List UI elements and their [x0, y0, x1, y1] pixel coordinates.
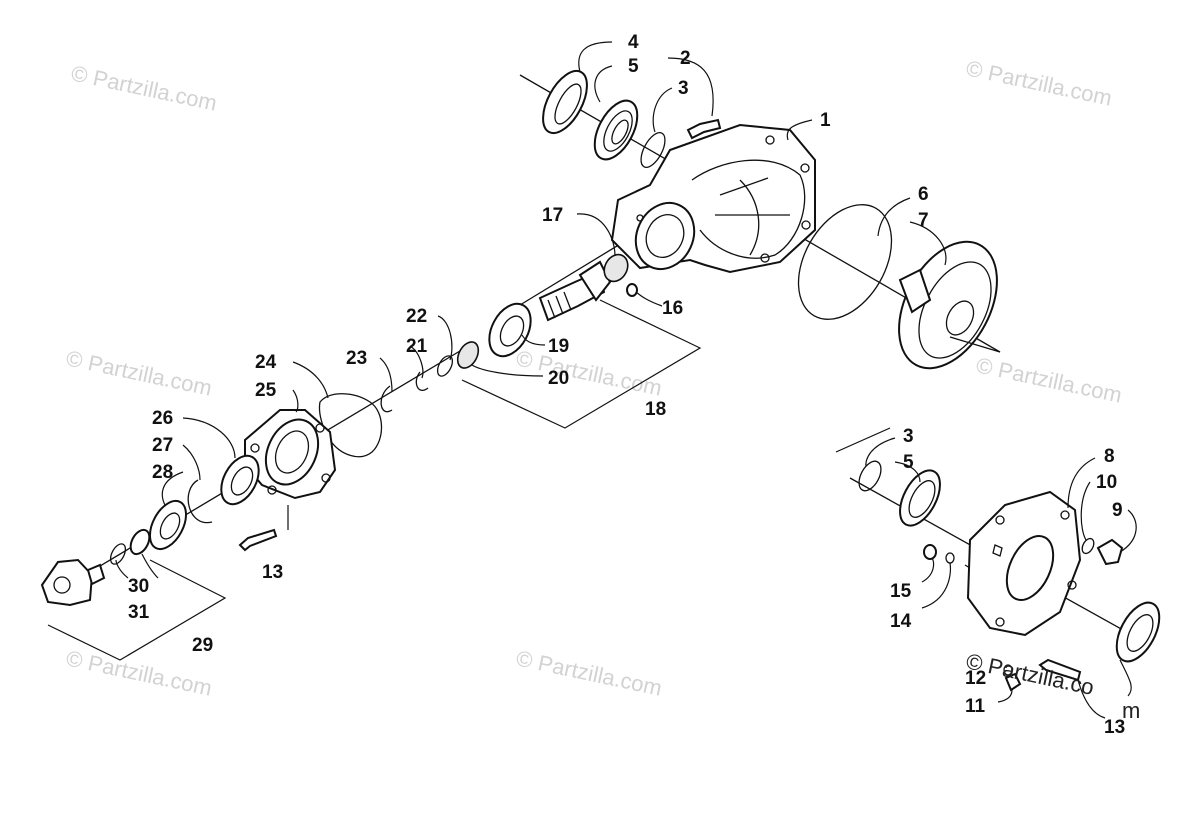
callout-1: 1 — [820, 110, 831, 131]
callout-15: 15 — [890, 581, 912, 602]
watermark: © Partzilla.com — [514, 345, 664, 400]
callout-13: 13 — [262, 562, 283, 583]
callout-13-right: 13 — [1104, 717, 1125, 738]
snap-ring-part-23 — [380, 385, 393, 413]
dowel-part-15 — [923, 544, 937, 560]
bearing-part-19 — [488, 302, 532, 358]
seal-part-28 — [148, 499, 188, 551]
callout-10: 10 — [1096, 472, 1117, 493]
watermark: © Partzilla.com — [974, 352, 1124, 407]
bearing-part-5 — [593, 99, 639, 161]
watermark: © Partzilla.com — [964, 55, 1114, 110]
callout-9: 9 — [1112, 500, 1123, 521]
bolt-part-13 — [238, 528, 278, 552]
snap-ring-part-21 — [415, 371, 429, 391]
dowel-part-16 — [626, 283, 638, 297]
callout-3: 3 — [678, 78, 689, 99]
callout-14: 14 — [890, 611, 912, 632]
callout-20: 20 — [548, 368, 569, 389]
spacer-part-20 — [456, 341, 480, 369]
callout-22: 22 — [406, 306, 427, 327]
partzilla-credit: © Partzilla.co m — [964, 648, 1140, 723]
group-brackets — [47, 299, 1001, 661]
credit-line-1: © Partzilla.co — [964, 648, 1096, 699]
callout-6: 6 — [918, 184, 929, 205]
callout-29: 29 — [192, 635, 213, 656]
watermark: © Partzilla.com — [514, 645, 664, 700]
washer-part-22 — [436, 355, 454, 377]
callout-30: 30 — [128, 576, 149, 597]
plug-part-9 — [1096, 538, 1124, 566]
callout-17: 17 — [542, 205, 563, 226]
o-ring-part-6 — [797, 204, 893, 320]
washer-part-10 — [1081, 537, 1095, 555]
callout-27: 27 — [152, 435, 173, 456]
callout-25: 25 — [255, 380, 277, 401]
watermark: © Partzilla.com — [64, 345, 214, 400]
bolt-part-13 — [1038, 658, 1082, 682]
ring-gear-part-7 — [898, 240, 998, 370]
callout-19: 19 — [548, 336, 569, 357]
callout-8: 8 — [1104, 446, 1115, 467]
output-yoke-part-29 — [40, 558, 106, 607]
callout-2: 2 — [680, 48, 691, 69]
callout-16: 16 — [662, 298, 683, 319]
snap-ring-part-27 — [187, 479, 213, 524]
pinion-gear-part-18 — [538, 260, 612, 322]
vent-fitting-part-2 — [686, 118, 722, 140]
callout-26: 26 — [152, 408, 173, 429]
drain-plug-part-11 — [1004, 672, 1022, 692]
washer-part-14 — [945, 552, 955, 564]
callout-18: 18 — [645, 399, 666, 420]
callout-labels: 1 2 3 4 5 6 7 8 9 10 11 12 13 14 15 16 1… — [128, 32, 1125, 738]
callout-3-right: 3 — [903, 426, 914, 447]
o-ring-part-3 — [640, 132, 666, 168]
o-ring-part-30 — [109, 543, 127, 565]
credit-line-2: m — [1122, 698, 1140, 723]
callout-31: 31 — [128, 602, 150, 623]
seal-part-4 — [1115, 601, 1161, 663]
callout-24: 24 — [255, 352, 277, 373]
callout-4: 4 — [628, 32, 639, 53]
spacer-part-31 — [129, 528, 151, 556]
watermark: © Partzilla.com — [69, 60, 219, 115]
callout-23: 23 — [346, 348, 367, 369]
callout-11: 11 — [965, 696, 986, 717]
front-housing-part-25 — [244, 409, 337, 500]
housing-part-1 — [610, 123, 816, 274]
seal-part-4 — [542, 69, 588, 135]
callout-5-right: 5 — [903, 452, 914, 473]
cover-part-8 — [966, 490, 1082, 637]
bearing-part-26 — [220, 454, 260, 506]
washer-part-12 — [1003, 664, 1013, 676]
callout-21: 21 — [406, 336, 428, 357]
leader-lines — [115, 41, 1137, 719]
callout-7: 7 — [918, 210, 929, 231]
o-ring-part-3 — [858, 460, 882, 492]
bearing-part-17 — [603, 253, 629, 283]
watermarks: © Partzilla.com © Partzilla.com © Partzi… — [64, 55, 1124, 700]
callout-5: 5 — [628, 56, 639, 77]
callout-28: 28 — [152, 462, 173, 483]
callout-12: 12 — [965, 668, 986, 689]
bearing-part-5 — [899, 469, 941, 527]
